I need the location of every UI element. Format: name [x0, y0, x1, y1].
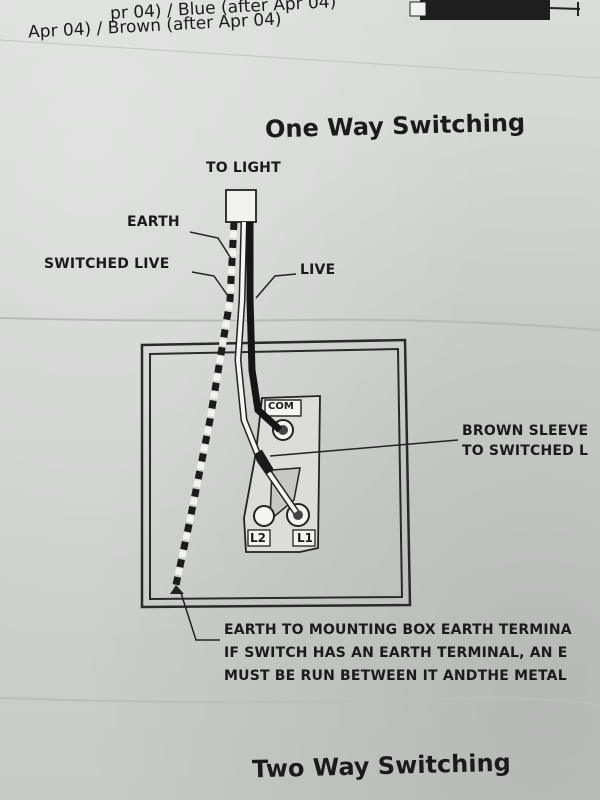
label-com: COM	[268, 401, 294, 412]
l2-terminal	[253, 505, 275, 527]
light-terminal-box	[225, 189, 257, 223]
mounting-box-outer	[140, 338, 412, 609]
earth-note-line-1: EARTH TO MOUNTING BOX EARTH TERMINA	[224, 622, 572, 638]
earth-leader	[189, 231, 233, 261]
earth-note-line-3: MUST BE RUN BETWEEN IT ANDTHE METAL	[224, 668, 567, 684]
l1-terminal-screw	[293, 510, 303, 520]
label-l1: L1	[297, 531, 313, 545]
earth-note-line-2: IF SWITCH HAS AN EARTH TERMINAL, AN E	[224, 645, 568, 661]
label-l2: L2	[250, 531, 266, 545]
label-live: LIVE	[300, 262, 336, 278]
label-to-switched-live: TO SWITCHED L	[462, 443, 589, 459]
live-leader	[255, 273, 297, 299]
com-label-box	[264, 399, 302, 417]
brown-sleeve-leader	[269, 439, 459, 457]
label-to-light: TO LIGHT	[206, 160, 281, 176]
mounting-box-inner	[149, 347, 404, 601]
earth-wire	[172, 221, 238, 586]
switched-live-leader	[191, 271, 229, 297]
live-wire	[246, 222, 283, 433]
brown-sleeve	[254, 449, 274, 475]
label-brown-sleeve: BROWN SLEEVE	[462, 423, 589, 439]
earth-terminal-leader	[179, 589, 220, 641]
label-switched-live: SWITCHED LIVE	[44, 256, 170, 272]
label-earth: EARTH	[127, 214, 180, 230]
